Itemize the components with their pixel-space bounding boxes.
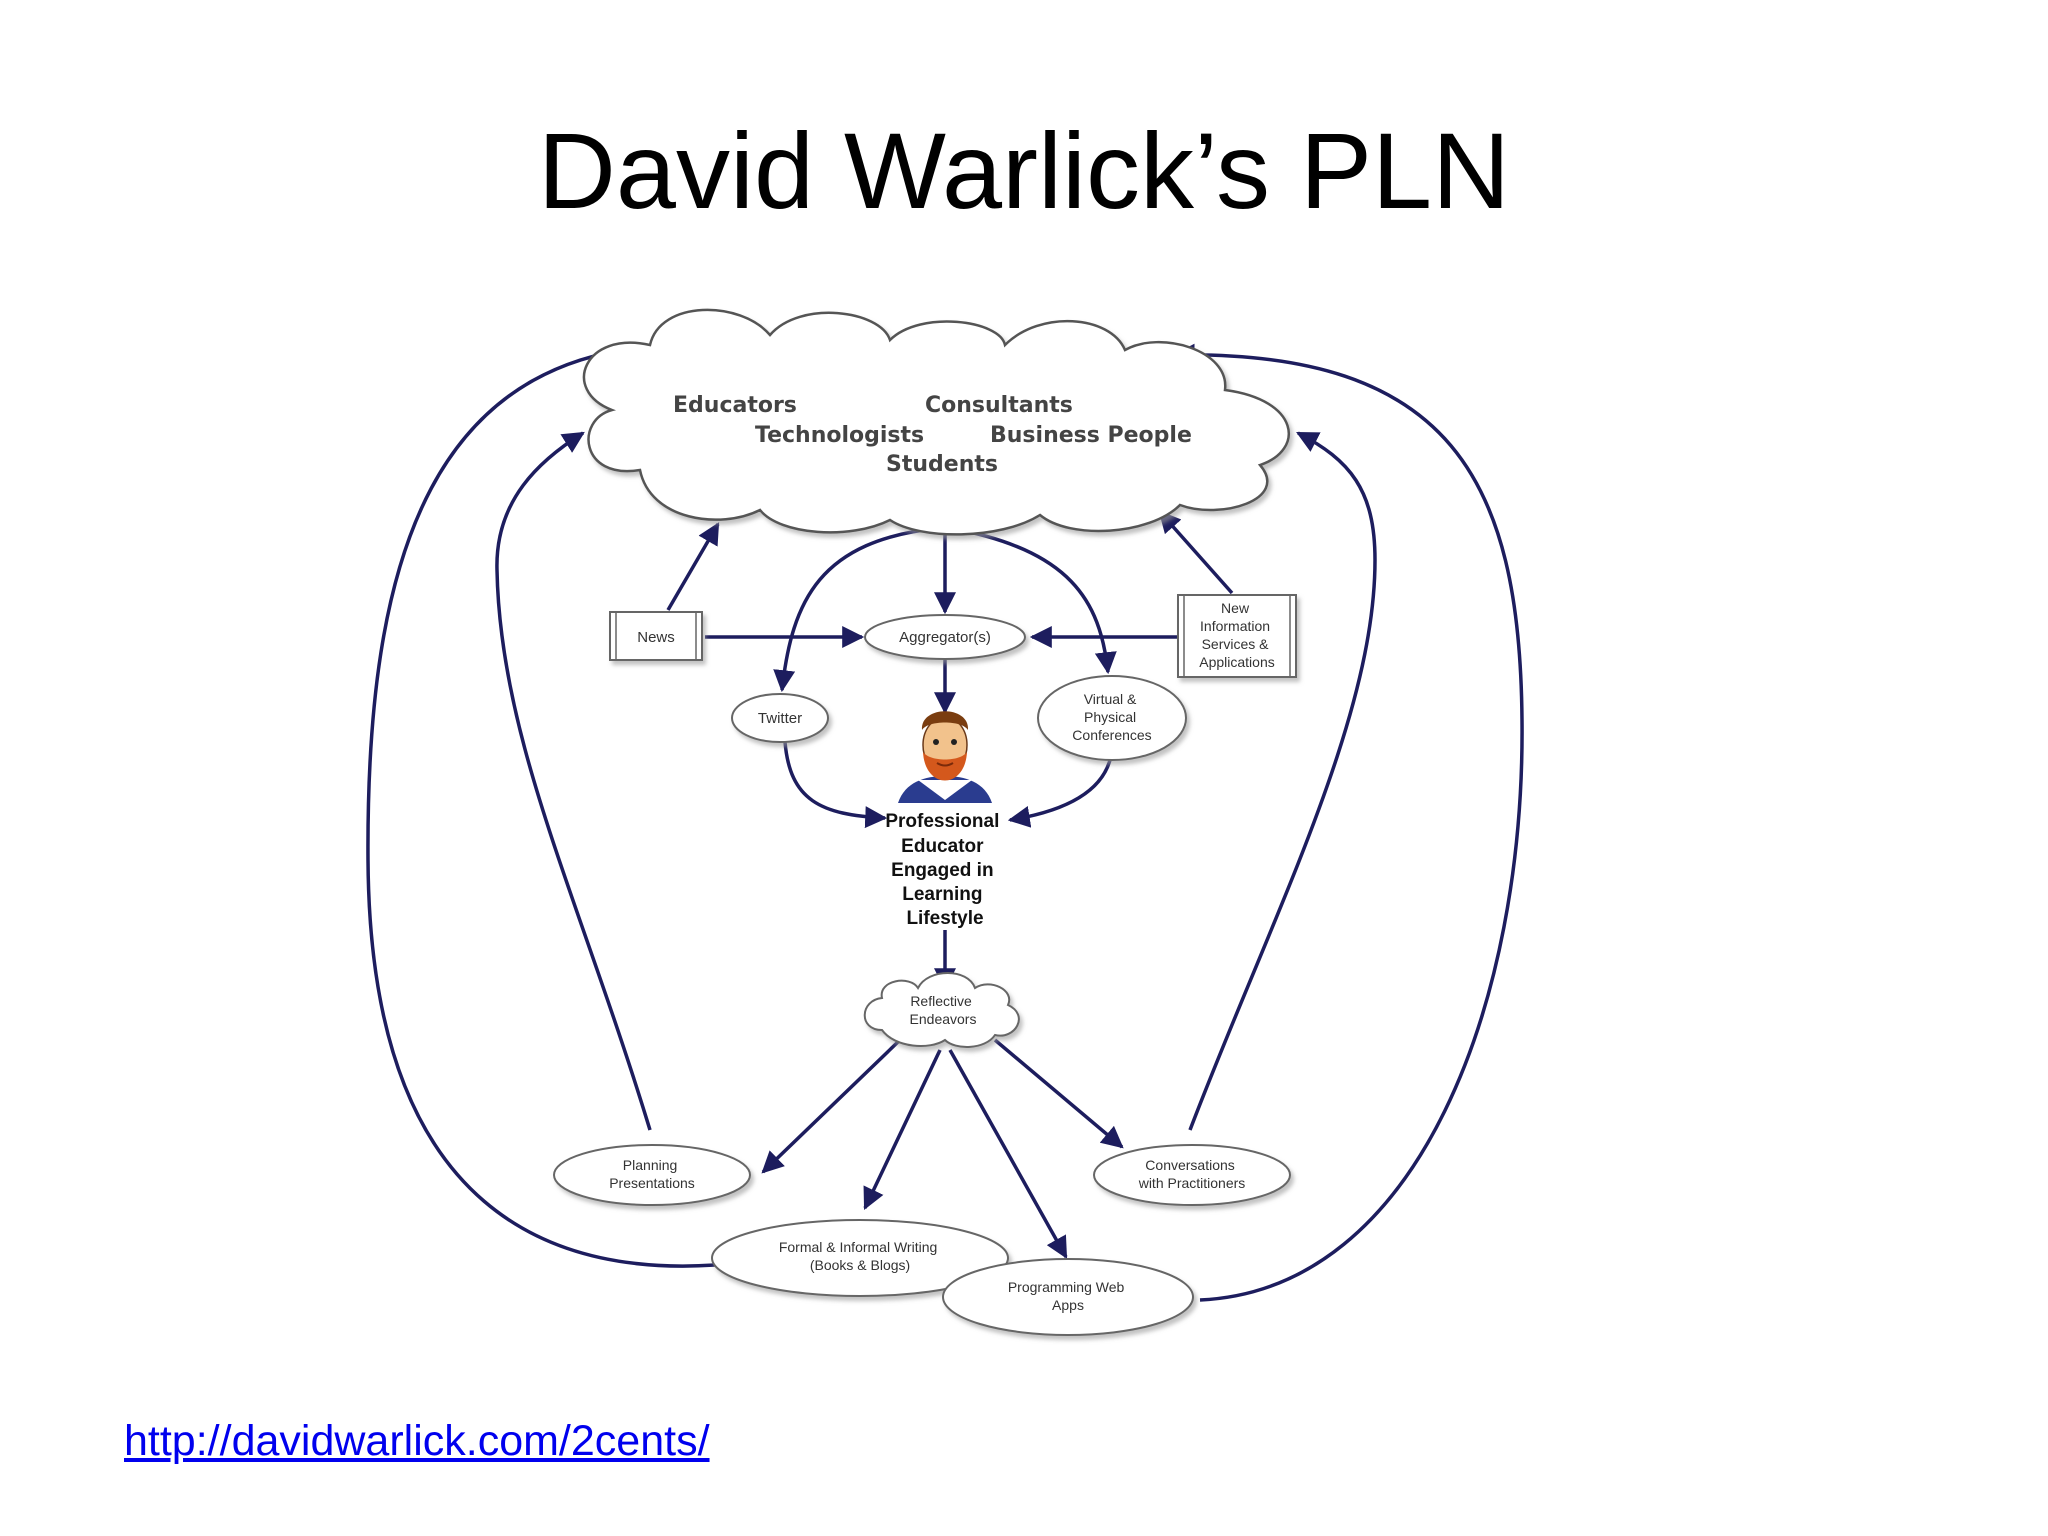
aggregator-label: Aggregator(s) bbox=[899, 629, 991, 646]
edge-conversations-to-cloud bbox=[1188, 431, 1377, 1131]
center-line-4: Learning bbox=[902, 884, 982, 905]
planning-label: Planning Presentations bbox=[609, 1157, 695, 1191]
conferences-line-2: Physical bbox=[1084, 709, 1136, 725]
center-line-3: Engaged in bbox=[891, 860, 993, 881]
community-cloud bbox=[582, 308, 1290, 536]
writing-line-2: (Books & Blogs) bbox=[810, 1257, 910, 1273]
cloud-label-students: Students bbox=[886, 452, 998, 477]
edge-cloud-to-conferences bbox=[949, 526, 1117, 675]
programming-label: Programming Web Apps bbox=[1008, 1279, 1128, 1313]
cloud-label-technologists: Technologists bbox=[755, 423, 924, 448]
conferences-label: Virtual & Physical Conferences bbox=[1072, 691, 1151, 743]
writing-label: Formal & Informal Writing (Books & Blogs… bbox=[779, 1239, 941, 1273]
edge-writing-to-cloud bbox=[366, 333, 716, 1268]
edge-reflective-to-planning bbox=[761, 1038, 902, 1174]
center-line-1: Professional bbox=[885, 811, 999, 832]
edge-reflective-to-writing bbox=[863, 1049, 942, 1210]
conferences-node: Virtual & Physical Conferences bbox=[1037, 675, 1187, 761]
cloud-label-business-people: Business People bbox=[990, 423, 1192, 448]
writing-line-1: Formal & Informal Writing bbox=[779, 1239, 937, 1255]
center-line-2: Educator bbox=[901, 836, 984, 857]
conversations-label: Conversations with Practitioners bbox=[1138, 1157, 1246, 1191]
news-box: News bbox=[609, 611, 703, 661]
source-link[interactable]: http://davidwarlick.com/2cents/ bbox=[124, 1417, 710, 1465]
reflective-label: Reflective Endeavors bbox=[910, 993, 977, 1027]
edge-cloud-to-twitter bbox=[773, 526, 941, 693]
conversations-node: Conversations with Practitioners bbox=[1093, 1144, 1291, 1206]
conferences-line-3: Conferences bbox=[1072, 727, 1151, 743]
programming-line-1: Programming Web bbox=[1008, 1279, 1125, 1295]
conferences-line-1: Virtual & bbox=[1084, 691, 1137, 707]
planning-line-1: Planning bbox=[623, 1157, 678, 1173]
aggregator-node: Aggregator(s) bbox=[864, 614, 1026, 660]
new-info-line-4: Applications bbox=[1199, 654, 1275, 670]
slide-title: David Warlick’s PLN bbox=[537, 110, 1511, 231]
edge-programming-to-cloud bbox=[1172, 343, 1524, 1302]
reflective-line-2: Endeavors bbox=[910, 1011, 977, 1027]
news-label: News bbox=[637, 629, 675, 646]
new-info-line-1: New bbox=[1221, 600, 1250, 616]
edge-news-to-cloud bbox=[666, 522, 720, 611]
center-line-5: Lifestyle bbox=[906, 908, 983, 929]
planning-line-2: Presentations bbox=[609, 1175, 695, 1191]
new-info-line-2: Information bbox=[1200, 618, 1270, 634]
cloud-label-educators: Educators bbox=[673, 393, 797, 418]
edge-reflective-to-conversations bbox=[993, 1038, 1124, 1149]
writing-node: Formal & Informal Writing (Books & Blogs… bbox=[711, 1219, 1009, 1297]
reflective-line-1: Reflective bbox=[910, 993, 972, 1009]
planning-node: Planning Presentations bbox=[553, 1144, 751, 1206]
new-info-box: New Information Services & Applications bbox=[1177, 594, 1297, 678]
twitter-label: Twitter bbox=[758, 710, 802, 727]
twitter-node: Twitter bbox=[731, 693, 829, 743]
center-label: Professional Educator Engaged in Learnin… bbox=[885, 811, 1004, 929]
edges bbox=[366, 333, 1524, 1302]
cloud-label-consultants: Consultants bbox=[925, 393, 1073, 418]
reflective-cloud: Reflective Endeavors bbox=[863, 972, 1020, 1048]
new-info-line-3: Services & bbox=[1202, 636, 1270, 652]
bearded-man-avatar-icon bbox=[898, 711, 992, 803]
edge-conferences-to-center bbox=[1007, 759, 1112, 828]
edge-twitter-to-center bbox=[783, 741, 888, 829]
edge-planning-to-cloud bbox=[495, 431, 652, 1131]
edge-newinfo-to-cloud bbox=[1158, 510, 1234, 595]
new-info-label: New Information Services & Applications bbox=[1199, 600, 1275, 670]
programming-line-2: Apps bbox=[1052, 1297, 1084, 1313]
conversations-line-2: with Practitioners bbox=[1138, 1175, 1246, 1191]
conversations-line-1: Conversations bbox=[1145, 1157, 1235, 1173]
edge-reflective-to-programming bbox=[948, 1049, 1068, 1259]
programming-node: Programming Web Apps bbox=[942, 1258, 1194, 1336]
